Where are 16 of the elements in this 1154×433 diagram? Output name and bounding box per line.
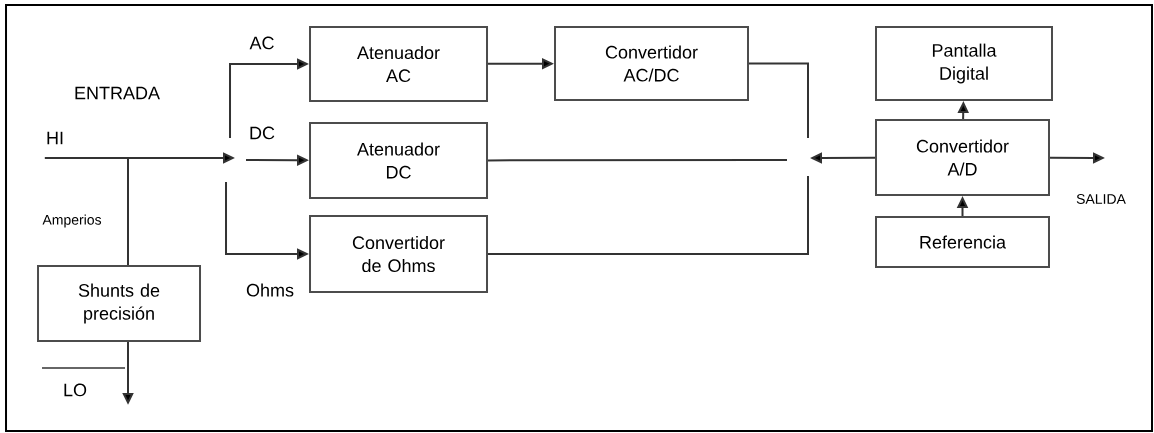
edge-label: Amperios bbox=[42, 214, 102, 228]
process-box: Convertidor AC/DC bbox=[554, 26, 749, 101]
process-box: Referencia bbox=[875, 216, 1050, 268]
edge-label: DC bbox=[250, 126, 275, 140]
process-box: Atenuador AC bbox=[309, 26, 488, 102]
edge-label: AC bbox=[249, 36, 274, 50]
edge-label: Ohms bbox=[246, 283, 294, 297]
process-box: Shunts de precisión bbox=[37, 265, 201, 342]
text-label: SALIDA bbox=[1076, 194, 1126, 204]
process-box: Convertidor A/D bbox=[875, 119, 1050, 196]
text-label: ENTRADA bbox=[75, 86, 160, 100]
text-label: LO bbox=[64, 383, 87, 397]
process-box: Pantalla Digital bbox=[875, 26, 1053, 101]
process-box: Convertidor de Ohms bbox=[309, 215, 488, 293]
terminal-label: HI bbox=[47, 131, 63, 145]
process-box: Atenuador DC bbox=[309, 122, 488, 199]
